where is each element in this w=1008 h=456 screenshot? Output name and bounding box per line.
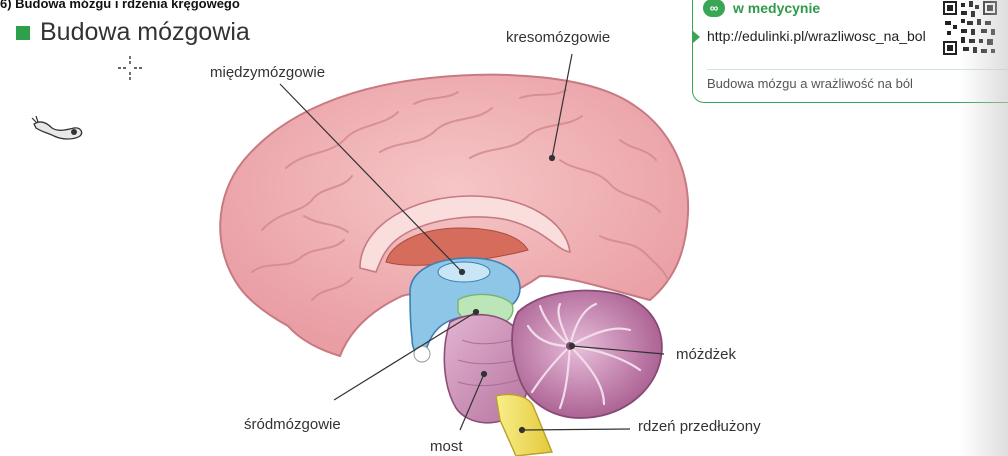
page-edge-shadow: [960, 0, 1008, 456]
info-description: Budowa mózgu a wrażliwość na ból: [707, 76, 913, 91]
info-header: ∞ w medycynie: [703, 0, 820, 17]
label-mozdzek: móżdżek: [676, 346, 736, 363]
link-badge-icon: ∞: [703, 0, 725, 17]
label-most: most: [430, 438, 463, 455]
label-rdzen: rdzeń przedłużony: [638, 418, 761, 435]
edulink-url[interactable]: http://edulinki.pl/wrazliwosc_na_bol: [707, 27, 945, 46]
info-category: w medycynie: [733, 0, 820, 16]
label-srodmozgowie: śródmózgowie: [244, 416, 341, 433]
label-kresomozgowie: kresomózgowie: [506, 29, 610, 46]
pointer-arrow-icon: [693, 31, 700, 43]
label-miedzymozgowie: międzymózgowie: [210, 64, 325, 81]
